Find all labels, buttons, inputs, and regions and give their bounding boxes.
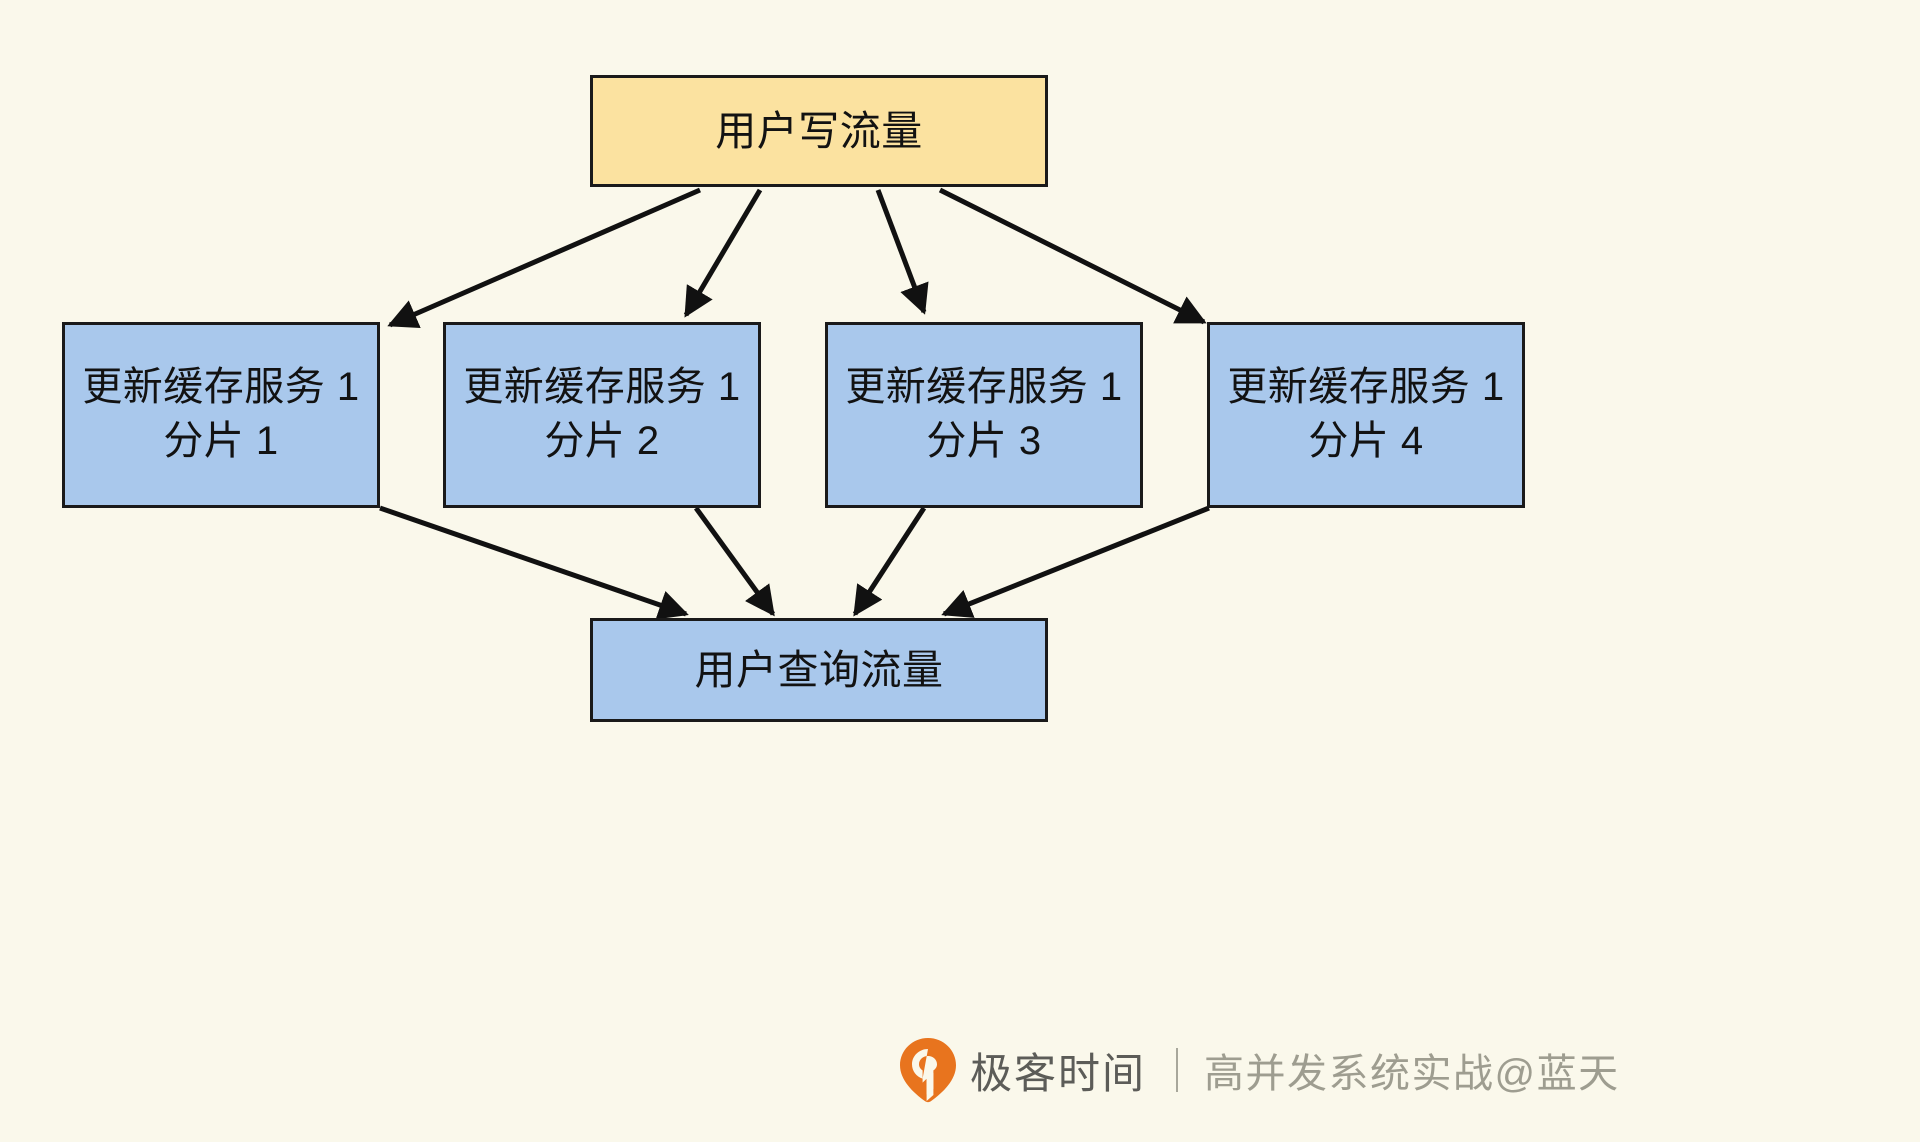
edge-write-to-shard-3	[875, 189, 929, 315]
node-write-traffic[interactable]: 用户写流量	[590, 75, 1048, 187]
edge-shard-3-to-query	[852, 506, 927, 617]
edge-write-to-shard-2	[683, 188, 763, 318]
footer-branding: 极客时间 高并发系统实战@蓝天	[898, 1037, 1620, 1103]
edge-shard-4-to-query	[941, 505, 1210, 618]
brand-name: 极客时间	[970, 1049, 1147, 1097]
course-name: 高并发系统实战@蓝天	[1204, 1052, 1620, 1096]
node-cache-shard-3[interactable]: 更新缓存服务 1 分片 3	[825, 322, 1143, 508]
geekbang-pin-icon	[898, 1037, 958, 1103]
footer-divider	[1176, 1048, 1179, 1092]
node-cache-shard-1[interactable]: 更新缓存服务 1 分片 1	[62, 322, 380, 508]
edge-write-to-shard-4	[938, 187, 1207, 325]
node-cache-shard-4[interactable]: 更新缓存服务 1 分片 4	[1207, 322, 1525, 508]
edge-write-to-shard-1	[387, 187, 701, 328]
node-cache-shard-2[interactable]: 更新缓存服务 1 分片 2	[443, 322, 761, 508]
edge-shard-2-to-query	[693, 506, 776, 617]
edge-shard-1-to-query	[379, 505, 689, 620]
node-query-traffic[interactable]: 用户查询流量	[590, 618, 1048, 722]
